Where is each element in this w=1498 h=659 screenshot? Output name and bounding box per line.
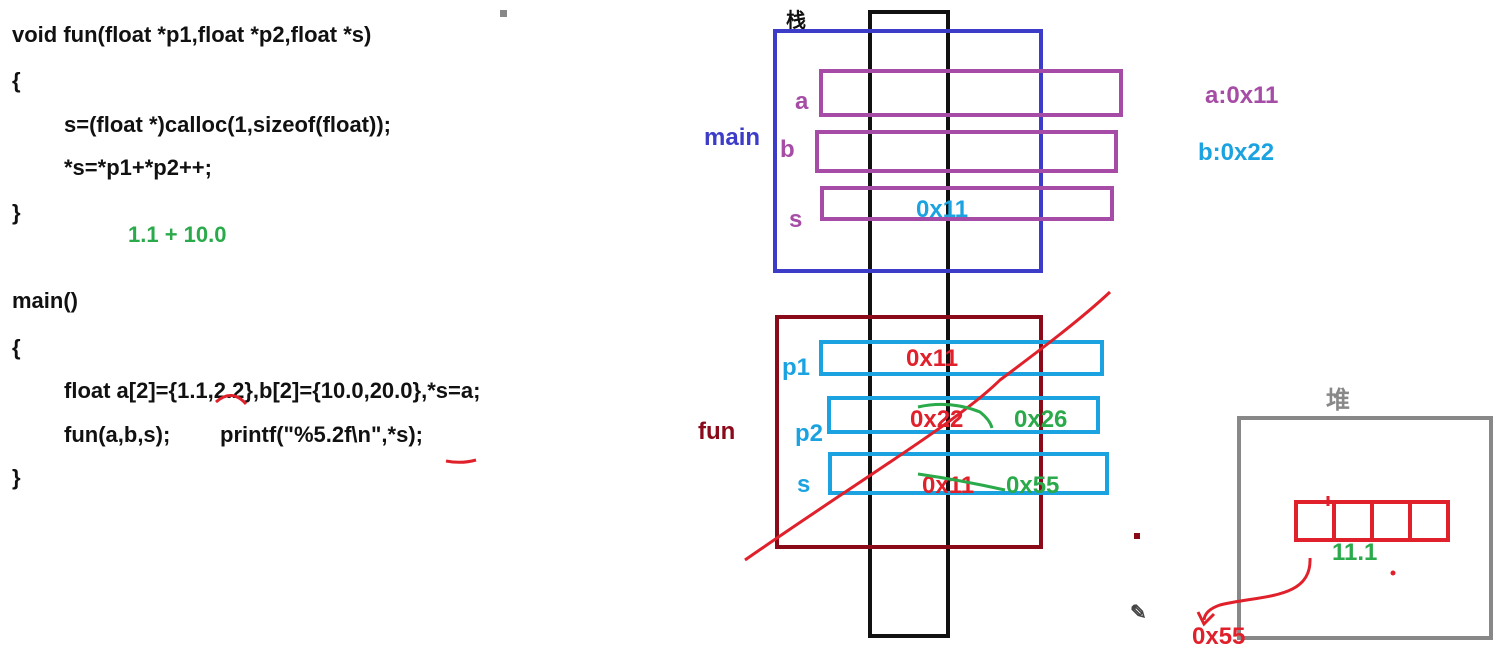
code-line-fun-call: fun(a,b,s); [64,422,171,447]
main-var-s-slot [820,186,1114,221]
main-var-a-slot [819,69,1123,117]
code-line-open-brace-1: { [12,68,21,93]
stack-column [868,10,950,638]
fun-var-p2-slot [827,396,1100,434]
pencil-icon: ✎ [1130,602,1147,624]
underline-1-1 [215,394,248,406]
code-line-main: main() [12,288,78,313]
fun-var-p2-name: p2 [795,420,824,447]
fun-frame-label: fun [698,418,736,445]
main-frame-label: main [704,124,761,151]
cursor-marker [500,10,507,17]
stack-title: 栈 [786,10,806,32]
fun-var-s-new-value: 0x55 [1006,472,1060,499]
code-line-calloc: s=(float *)calloc(1,sizeof(float)); [64,112,391,137]
fun-var-p2-new-value: 0x26 [1014,406,1068,433]
main-var-a-name: a [795,88,809,115]
strike-p2-old [917,402,994,429]
heap-title: 堆 [1326,387,1350,414]
code-line-close-brace-2: } [12,465,21,490]
main-var-b-name: b [780,136,795,163]
underline-star-s [445,458,477,464]
fun-var-p1-name: p1 [782,354,811,381]
heap-pointer-arrow [1202,557,1312,621]
heap-dot [1390,570,1396,576]
cross-out-fun-frame [744,290,1112,562]
main-frame [773,29,1043,273]
heap-value: 11.1 [1332,539,1378,566]
fun-var-p1-slot [819,340,1104,376]
main-var-s-name: s [789,206,803,233]
fun-var-s-slot [828,452,1109,495]
code-line-open-brace-2: { [12,335,21,360]
fun-var-s-name: s [797,471,811,498]
heap-region [1237,416,1493,640]
code-line-close-brace-1: } [12,200,21,225]
address-b: b:0x22 [1198,139,1275,166]
strike-s-old [917,472,1006,492]
address-a: a:0x11 [1205,82,1279,109]
sum-annotation: 1.1 + 10.0 [128,222,227,247]
main-var-b-slot [815,130,1118,173]
fun-var-p1-value: 0x11 [906,345,959,372]
main-var-s-value: 0x11 [916,196,969,223]
heap-cell-4 [1408,500,1450,542]
code-line-fun-signature: void fun(float *p1,float *p2,float *s) [12,22,372,47]
heap-pointer-arrowhead [1196,611,1216,627]
code-line-declarations: float a[2]={1.1,2.2},b[2]={10.0,20.0},*s… [64,378,481,403]
heap-address: 0x55 [1192,623,1246,650]
small-marker [1134,533,1140,539]
code-line-sum: *s=*p1+*p2++; [64,155,212,180]
code-line-printf: printf("%5.2f\n",*s); [220,422,423,447]
